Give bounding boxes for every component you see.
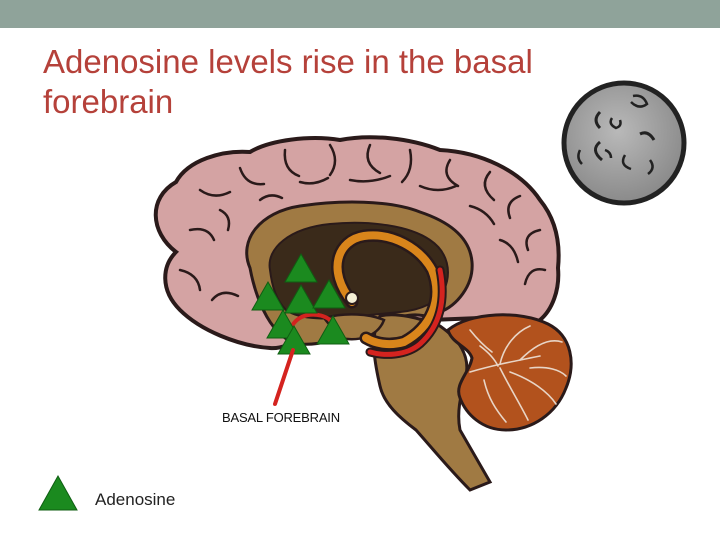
adenosine-triangle-icon	[38, 474, 78, 511]
fornix	[331, 228, 443, 351]
callout-line	[273, 348, 295, 406]
moon-icon	[561, 80, 687, 206]
cerebellum	[446, 313, 573, 432]
brainstem	[321, 313, 493, 492]
legend: Adenosine	[36, 474, 236, 518]
header-band	[0, 0, 720, 28]
adenosine-triangle-icon	[316, 314, 350, 345]
adenosine-triangle-icon	[312, 278, 346, 309]
basal-forebrain-label: BASAL FOREBRAIN	[222, 410, 340, 425]
adenosine-triangle-icon	[277, 324, 311, 355]
adenosine-triangle-icon	[251, 280, 285, 311]
red-pathway	[290, 265, 447, 359]
adenosine-triangle-icon	[284, 252, 318, 283]
adenosine-triangle-icon	[284, 283, 318, 314]
adenosine-triangles	[251, 252, 350, 355]
slide-title: Adenosine levels rise in the basal foreb…	[43, 43, 533, 120]
legend-label: Adenosine	[95, 490, 176, 509]
